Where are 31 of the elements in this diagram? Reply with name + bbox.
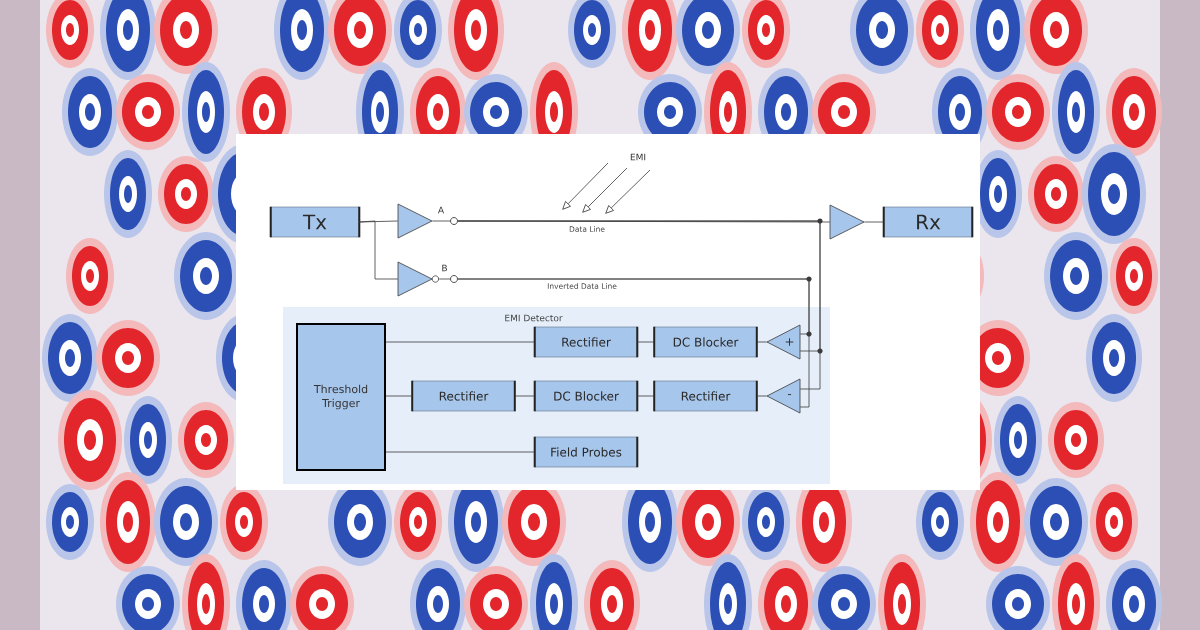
block-box: Rectifier	[653, 379, 758, 413]
amplifier-triangle: +	[766, 324, 801, 360]
connector-line	[756, 341, 768, 343]
pin-label: A	[438, 206, 444, 214]
block-box: Rx	[882, 205, 974, 239]
connector-line	[636, 395, 655, 397]
emi-label: EMI	[630, 153, 646, 161]
connector-line	[514, 395, 536, 397]
block-box: Rectifier	[411, 379, 516, 413]
block-box: Field Probes	[533, 435, 639, 469]
connector-line	[385, 395, 413, 397]
pin-label: B	[442, 264, 447, 272]
connector-line	[431, 220, 451, 222]
block-box: Tx	[269, 205, 361, 239]
trigger-box: Threshold Trigger	[296, 323, 386, 471]
block-box: DC Blocker	[653, 325, 758, 359]
connector-line	[636, 341, 655, 343]
inverter-symbol	[397, 261, 439, 297]
connector-line	[385, 451, 536, 453]
connector-line	[457, 278, 810, 408]
connector-line	[438, 278, 451, 280]
buffer-triangle	[397, 203, 433, 239]
connector-line	[358, 220, 399, 280]
block-box: Rectifier	[533, 325, 639, 359]
connector-line	[457, 220, 821, 390]
connector-line	[863, 221, 885, 223]
amplifier-triangle: -	[766, 378, 801, 414]
block-box: DC Blocker	[533, 379, 639, 413]
connector-line	[385, 341, 536, 343]
connector-line	[756, 395, 768, 397]
buffer-triangle	[829, 204, 865, 240]
